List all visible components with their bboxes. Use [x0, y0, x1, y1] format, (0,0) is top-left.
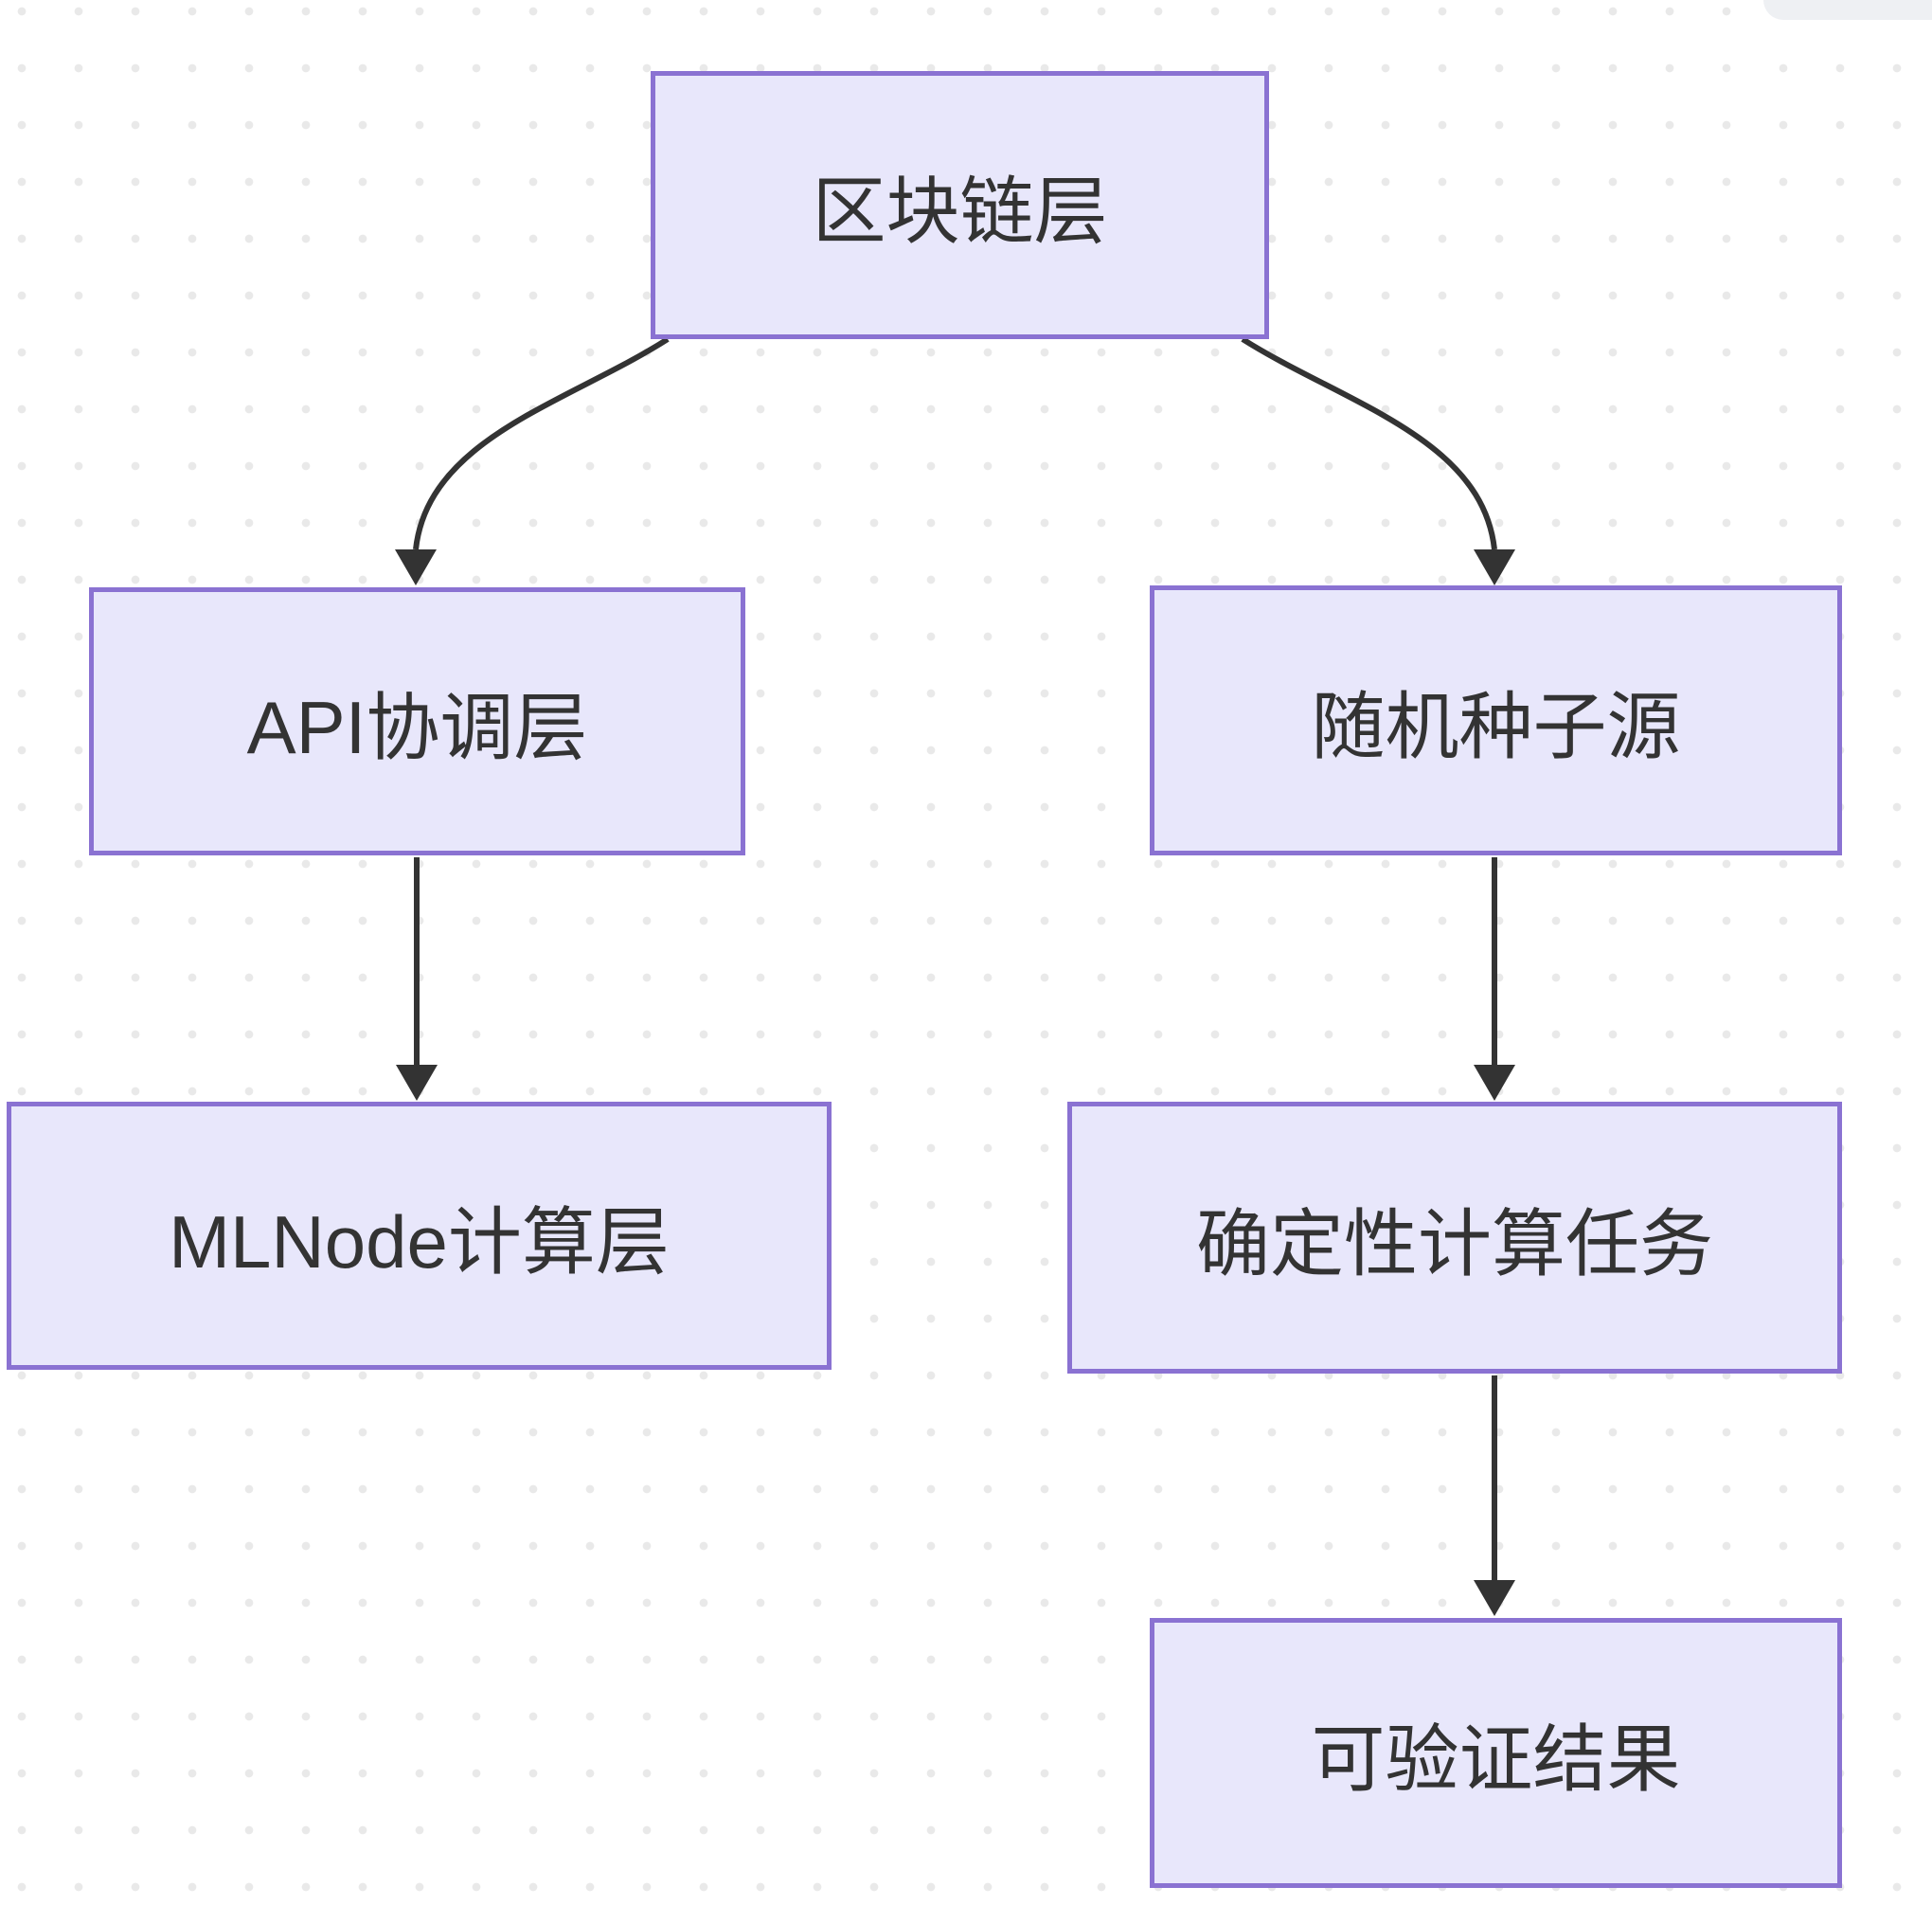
edge-seed-to-task — [1474, 857, 1515, 1101]
edge-task-to-result — [1474, 1375, 1515, 1616]
arrowhead-icon — [396, 1065, 438, 1101]
arrowhead-icon — [1474, 1580, 1515, 1616]
node-random-seed-source[interactable]: 随机种子源 — [1150, 585, 1842, 855]
node-label: 区块链层 — [812, 169, 1108, 253]
arrowhead-icon — [395, 549, 437, 585]
arrowhead-icon — [1474, 549, 1515, 585]
arrowhead-icon — [1474, 1065, 1515, 1101]
node-label: MLNode计算层 — [169, 1199, 670, 1284]
node-label: 确定性计算任务 — [1195, 1201, 1713, 1285]
node-deterministic-compute-task[interactable]: 确定性计算任务 — [1067, 1102, 1842, 1374]
corner-panel-fragment — [1763, 0, 1932, 20]
node-api-coordination-layer[interactable]: API协调层 — [89, 587, 745, 855]
edge-api-to-mlnode — [396, 857, 438, 1101]
node-label: API协调层 — [246, 685, 588, 769]
edge-blockchain-to-seed — [1241, 336, 1515, 585]
node-label: 可验证结果 — [1311, 1716, 1681, 1801]
edge-blockchain-to-api — [395, 336, 670, 585]
node-blockchain-layer[interactable]: 区块链层 — [651, 71, 1269, 339]
node-label: 随机种子源 — [1311, 684, 1681, 768]
node-mlnode-compute-layer[interactable]: MLNode计算层 — [7, 1102, 832, 1370]
node-verifiable-result[interactable]: 可验证结果 — [1150, 1618, 1842, 1888]
